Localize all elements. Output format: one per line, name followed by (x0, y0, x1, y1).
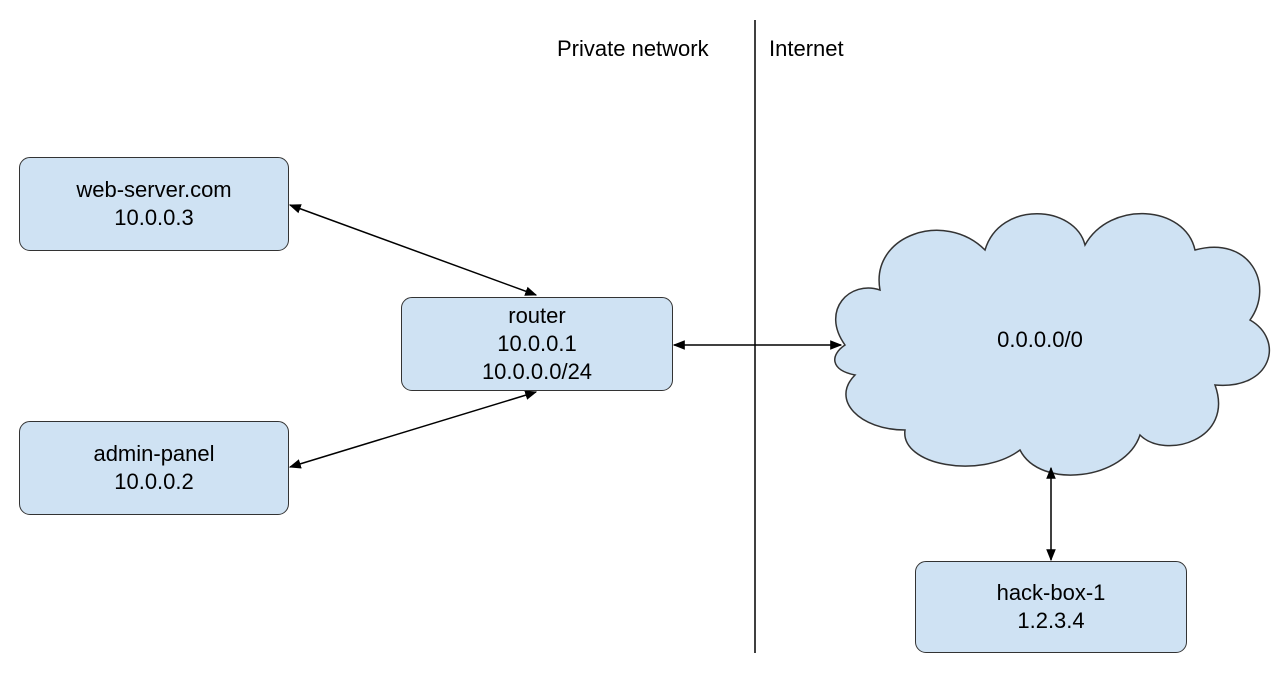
internet-cloud-shape (834, 213, 1271, 476)
router-ip: 10.0.0.1 (497, 331, 577, 356)
router-name: router (508, 303, 566, 328)
admin-panel-router-link (288, 390, 538, 469)
router-subnet: 10.0.0.0/24 (481, 359, 593, 384)
router-node: router 10.0.0.1 10.0.0.0/24 (401, 297, 673, 391)
web-server-name: web-server.com (76, 177, 232, 202)
admin-panel-ip: 10.0.0.2 (114, 469, 194, 494)
internet-cloud-label: 0.0.0.0/0 (997, 327, 1083, 352)
web-server-ip: 10.0.0.3 (114, 205, 194, 230)
hack-box-ip: 1.2.3.4 (1017, 608, 1085, 633)
web-server-node: web-server.com 10.0.0.3 (19, 157, 289, 251)
internet-label: Internet (769, 36, 844, 61)
admin-panel-name: admin-panel (93, 441, 215, 466)
hack-box-node: hack-box-1 1.2.3.4 (915, 561, 1187, 653)
private-network-label: Private network (557, 36, 709, 61)
web-server-router-link (288, 204, 538, 296)
hack-box-name: hack-box-1 (996, 580, 1106, 605)
admin-panel-node: admin-panel 10.0.0.2 (19, 421, 289, 515)
